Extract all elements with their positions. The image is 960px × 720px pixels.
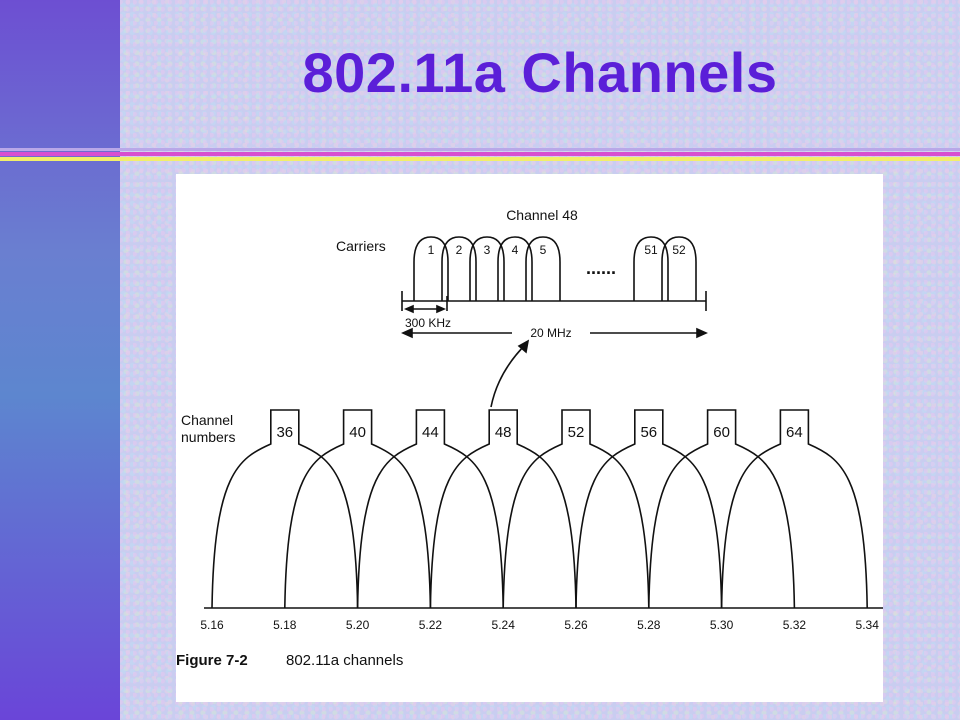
carrier-lobe-51 [633,236,669,301]
channel-lobe-52 [502,409,650,609]
carrier-lobe-3 [469,236,505,301]
channel-number-56: 56 [640,424,657,441]
frequency-labels: 5.16 5.18 5.20 5.22 5.24 5.26 5.28 5.30 5.32 5.34 [200,618,879,632]
carrier-label: 1 [428,243,435,257]
frequency-tick-label: 5.20 [346,618,370,632]
channel-48-span [401,291,707,311]
channel-numbers-label-line2: numbers [181,429,235,445]
carrier-lobe-5 [525,236,561,301]
channel-number-44: 44 [422,424,439,441]
carrier-lobe-1 [413,236,449,301]
channel-48-title: Channel 48 [506,207,578,223]
bandwidth-label: 20 MHz [530,326,571,340]
channel-labels: 36 40 44 48 52 56 60 64 [276,424,802,441]
channel-lobe-48 [429,409,577,609]
carrier-lobe-4 [497,236,533,301]
channel-lobe-64 [720,409,868,609]
caption-text: 802.11a channels [286,652,403,669]
frequency-tick-label: 5.16 [200,618,224,632]
carrier-lobes [413,236,697,301]
channel-lobes [211,409,868,609]
channel-lobe-44 [356,409,504,609]
carrier-ellipsis: ...... [586,258,616,278]
zoom-arrow [490,343,527,408]
carrier-label: 2 [456,243,463,257]
frequency-tick-label: 5.32 [783,618,807,632]
channel-number-64: 64 [786,424,803,441]
zoom-arrow-head [517,339,530,354]
frequency-tick-label: 5.34 [856,618,880,632]
channel-number-40: 40 [349,424,366,441]
channel-diagram-figure: Channel 48 Carriers 1 2 3 4 5 51 52 ....… [176,174,883,702]
frequency-tick-label: 5.30 [710,618,734,632]
channel-lobe-40 [284,409,432,609]
left-accent-bar [0,0,120,720]
channel-numbers-label-line1: Channel [181,412,233,428]
channel-lobe-36 [211,409,359,609]
frequency-tick-label: 5.18 [273,618,297,632]
frequency-tick-label: 5.24 [492,618,516,632]
divider-line-yellow [0,157,960,161]
spacing-dimension [403,304,447,314]
frequency-tick-label: 5.26 [564,618,588,632]
carrier-label: 3 [484,243,491,257]
caption-figure-number: Figure 7-2 [176,652,248,669]
channel-number-52: 52 [568,424,585,441]
channel-number-48: 48 [495,424,512,441]
carriers-label: Carriers [336,238,386,254]
channel-lobe-60 [648,409,796,609]
divider-line-lavender [0,148,960,151]
carrier-label: 51 [644,243,658,257]
channel-lobe-56 [575,409,723,609]
bandwidth-dimension [401,327,708,339]
channel-diagram: Channel 48 Carriers 1 2 3 4 5 51 52 ....… [176,207,883,669]
channel-number-60: 60 [713,424,730,441]
slide-title: 802.11a Channels [302,41,778,104]
carrier-label: 5 [540,243,547,257]
divider-line-magenta [0,152,960,156]
frequency-tick-label: 5.22 [419,618,443,632]
spacing-label: 300 KHz [405,316,451,330]
carrier-label: 52 [672,243,686,257]
carrier-lobe-52 [661,236,697,301]
frequency-tick-label: 5.28 [637,618,661,632]
channel-number-36: 36 [276,424,293,441]
carrier-lobe-2 [441,236,477,301]
carrier-label: 4 [512,243,519,257]
